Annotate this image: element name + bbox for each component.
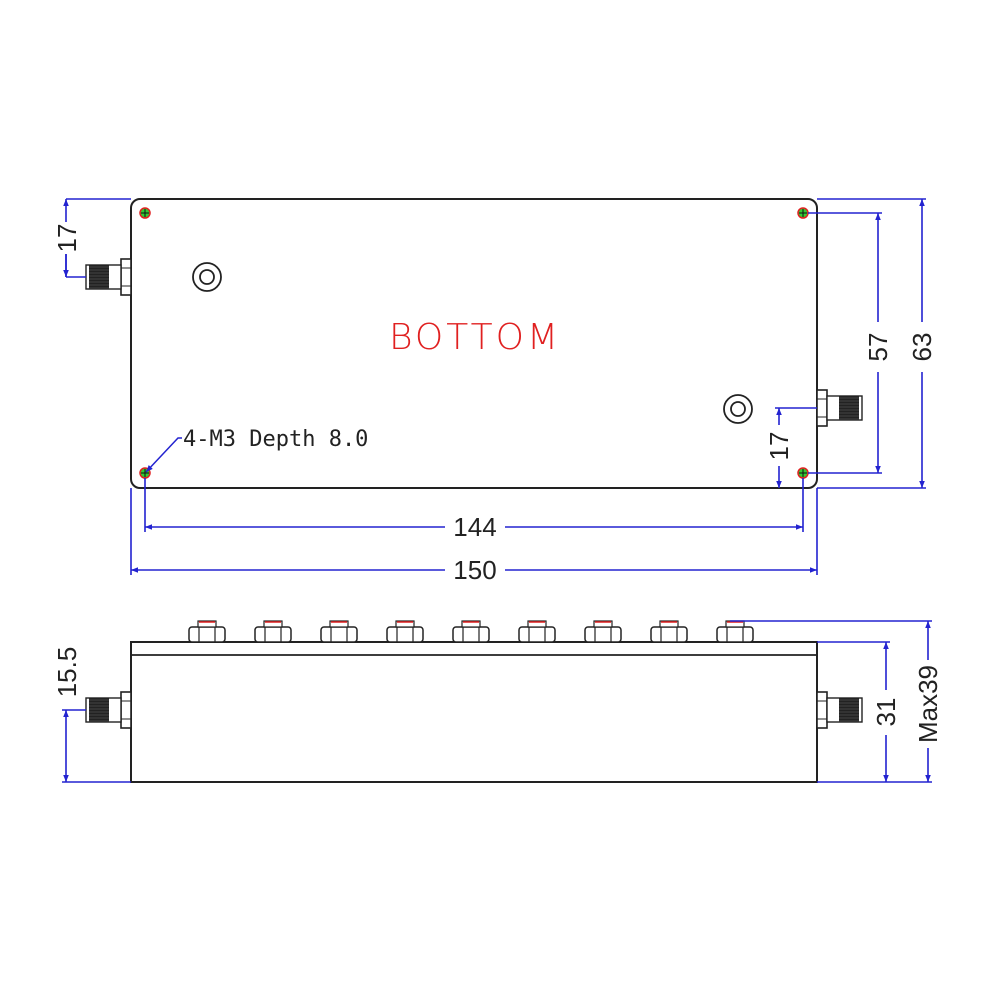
sma-connector-icon xyxy=(85,258,132,296)
sma-connector-icon xyxy=(85,691,132,729)
svg-text:17: 17 xyxy=(764,432,794,461)
tuning-screw-nut-icon xyxy=(716,620,754,643)
hole-note-leader xyxy=(145,437,182,473)
housing-side-outline xyxy=(130,641,818,783)
svg-text:63: 63 xyxy=(907,333,937,362)
svg-text:Max39: Max39 xyxy=(913,665,943,743)
tuning-screw-nut-icon xyxy=(386,620,424,643)
tuning-screw-nut-icon xyxy=(650,620,688,643)
tuning-boss-icon xyxy=(723,394,753,424)
tuning-screw-nut-icon xyxy=(584,620,622,643)
svg-text:15.5: 15.5 xyxy=(52,647,82,698)
dim-max-height: Max39 xyxy=(730,620,943,782)
svg-text:144: 144 xyxy=(453,512,496,542)
tuning-screws xyxy=(188,620,754,643)
mounting-hole-icon xyxy=(797,467,809,479)
dim-body-height: 31 xyxy=(817,641,932,783)
tuning-boss-icon xyxy=(192,262,222,292)
sma-connector-icon xyxy=(816,691,863,729)
tuning-screw-nut-icon xyxy=(518,620,556,643)
housing-outline xyxy=(130,198,818,489)
mounting-hole-icon xyxy=(139,207,151,219)
dim-connector-height: 15.5 xyxy=(52,647,131,783)
bottom-label: BOTTOM xyxy=(389,317,561,358)
dim-hole-spacing-x: 144 xyxy=(144,478,804,542)
dim-width: 63 xyxy=(817,198,937,489)
dim-hole-spacing-y: 57 xyxy=(808,212,893,474)
top-view: BOTTOM 4-M3 Depth 8.0 17 144 150 57 xyxy=(52,199,937,585)
dim-left-connector: 17 xyxy=(52,199,131,278)
mounting-hole-icon xyxy=(797,207,809,219)
sma-connector-icon xyxy=(816,389,863,427)
tuning-screw-nut-icon xyxy=(254,620,292,643)
dim-right-connector: 17 xyxy=(764,407,817,488)
svg-text:57: 57 xyxy=(863,333,893,362)
svg-text:150: 150 xyxy=(453,555,496,585)
hole-note: 4-M3 Depth 8.0 xyxy=(183,427,368,452)
side-view: 15.5 31 Max39 xyxy=(52,620,943,783)
tuning-screw-nut-icon xyxy=(188,620,226,643)
tuning-screw-nut-icon xyxy=(452,620,490,643)
svg-text:31: 31 xyxy=(871,698,901,727)
tuning-screw-nut-icon xyxy=(320,620,358,643)
dim-length: 150 xyxy=(130,488,818,585)
svg-text:17: 17 xyxy=(52,224,82,253)
